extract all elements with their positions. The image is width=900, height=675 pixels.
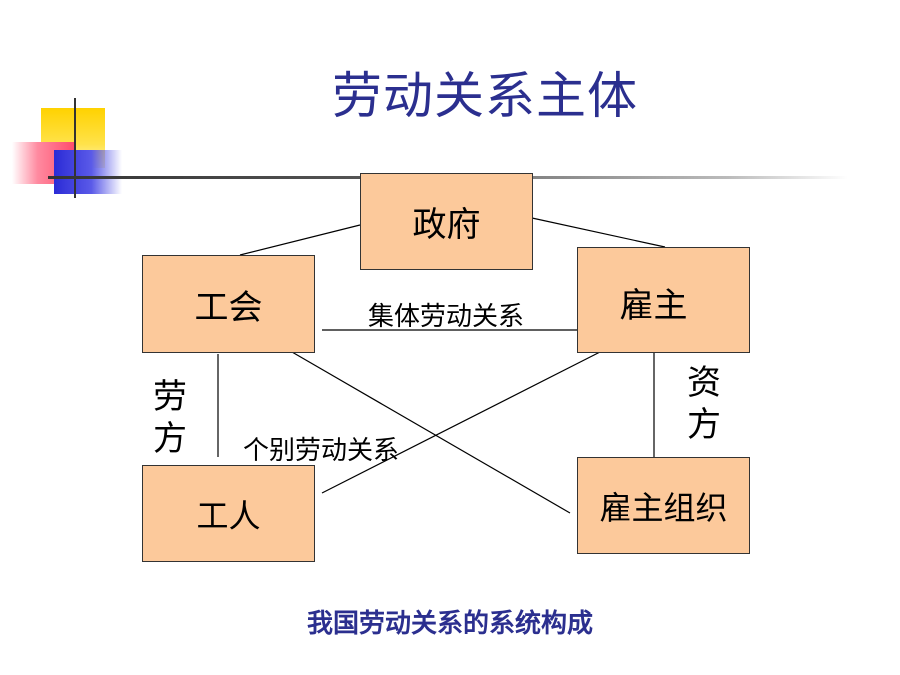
node-employer-label: 雇主 bbox=[619, 286, 688, 326]
link-government-employer bbox=[531, 217, 666, 248]
capital-side-bottom: 方 bbox=[687, 405, 721, 445]
node-government: 政府 bbox=[360, 173, 533, 270]
labor-side-bottom: 方 bbox=[153, 419, 187, 459]
collective-relation-label: 集体劳动关系 bbox=[368, 302, 525, 332]
node-union-label: 工会 bbox=[194, 287, 263, 328]
node-government-label: 政府 bbox=[412, 205, 481, 245]
link-employer-worker bbox=[321, 351, 601, 494]
labor-side-top: 劳 bbox=[153, 377, 187, 417]
node-worker-label: 工人 bbox=[196, 496, 261, 535]
capital-side-label: 资 方 bbox=[684, 362, 724, 446]
slide-title: 劳动关系主体 bbox=[332, 67, 638, 125]
labor-side-label: 劳 方 bbox=[150, 376, 190, 460]
decorative-vertical-line bbox=[74, 98, 76, 198]
node-worker: 工人 bbox=[142, 465, 315, 562]
node-employer: 雇主 bbox=[577, 247, 750, 353]
diagram-caption: 我国劳动关系的系统构成 bbox=[306, 609, 593, 639]
link-union-employerorg bbox=[291, 351, 571, 514]
node-employer-org-label: 雇主组织 bbox=[599, 488, 728, 527]
capital-side-top: 资 bbox=[687, 363, 721, 403]
node-employer-org: 雇主组织 bbox=[577, 457, 750, 554]
node-union: 工会 bbox=[142, 255, 315, 353]
individual-relation-label: 个别劳动关系 bbox=[243, 436, 400, 466]
link-government-union bbox=[239, 224, 361, 256]
decorative-blue-square bbox=[54, 150, 122, 194]
